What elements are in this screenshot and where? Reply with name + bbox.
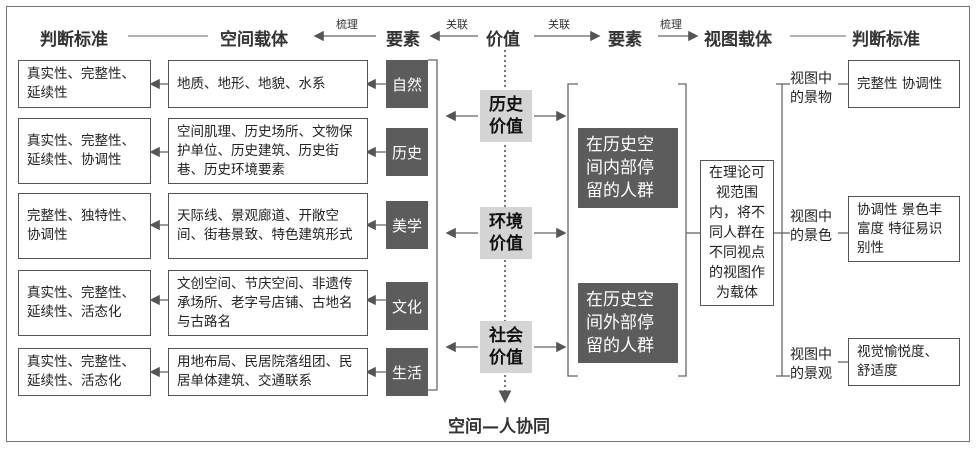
criteria-text: 真实性、完整性、延续性、活态化 xyxy=(27,354,135,389)
element-box: 历史 xyxy=(386,128,428,176)
link-label-left: 关联 xyxy=(446,18,468,31)
carrier-text: 天际线、景观廊道、开敞空间、街巷景致、特色建筑形式 xyxy=(177,208,353,243)
carrier-text: 地质、地形、地貌、水系 xyxy=(177,75,326,92)
space-carrier-header: 空间载体 xyxy=(220,30,288,50)
carrier-text: 文创空间、节庆空间、非遗传承场所、老字号店铺、古地名与古路名 xyxy=(177,275,353,330)
view-criteria-box: 视觉愉悦度、舒适度 xyxy=(848,338,960,386)
sort-label-right: 梳理 xyxy=(660,18,682,31)
space-carrier-box: 地质、地形、地貌、水系 xyxy=(168,60,368,108)
criteria-box: 完整性、独特性、协调性 xyxy=(18,193,151,259)
group-inside-box: 在历史空间内部停留的人群 xyxy=(578,128,678,208)
value-box-environment: 环境 价值 xyxy=(480,207,532,259)
space-carrier-box: 文创空间、节庆空间、非遗传承场所、老字号店铺、古地名与古路名 xyxy=(168,270,368,336)
element-box: 生活 xyxy=(386,348,428,396)
value-box-social: 社会 价值 xyxy=(480,321,532,373)
diagram-frame xyxy=(6,6,970,442)
value-line2: 价值 xyxy=(489,348,523,368)
space-carrier-box: 空间肌理、历史场所、文物保护单位、历史建筑、历史街巷、历史环境要素 xyxy=(168,118,368,184)
criteria-text: 真实性、完整性、延续性 xyxy=(27,66,135,101)
carrier-text: 用地布局、民居院落组团、民居单体建筑、交通联系 xyxy=(177,354,353,389)
value-box-history: 历史 价值 xyxy=(480,90,532,142)
view-carrier-header: 视图载体 xyxy=(704,30,772,50)
criteria-text: 真实性、完整性、延续性、活态化 xyxy=(27,285,135,320)
criteria-box: 真实性、完整性、延续性、协调性 xyxy=(18,118,151,184)
group-outside-box: 在历史空间外部停留的人群 xyxy=(578,283,678,363)
element-text: 历史 xyxy=(391,143,422,162)
element-box: 自然 xyxy=(386,60,428,108)
criteria-text: 真实性、完整性、延续性、协调性 xyxy=(27,133,135,168)
element-text: 美学 xyxy=(391,216,422,235)
right-criteria-header: 判断标准 xyxy=(852,30,920,50)
view-label-objects: 视图中的景物 xyxy=(790,71,832,106)
bottom-label: 空间—人协同 xyxy=(448,417,550,437)
view-carrier-text: 在理论可视范围内，将不同人群在不同视点的视图作为载体 xyxy=(709,165,765,301)
view-criteria-box: 协调性 景色丰富度 特征易识别性 xyxy=(848,196,960,262)
group-text: 在历史空间内部停留的人群 xyxy=(586,134,654,201)
view-criteria-text: 视觉愉悦度、舒适度 xyxy=(857,344,938,379)
elements-header-right: 要素 xyxy=(608,30,642,50)
space-carrier-box: 用地布局、民居院落组团、民居单体建筑、交通联系 xyxy=(168,348,368,396)
value-line1: 环境 xyxy=(489,212,523,232)
element-box: 美学 xyxy=(386,201,428,249)
elements-header-left: 要素 xyxy=(386,30,420,50)
view-criteria-text: 协调性 景色丰富度 特征易识别性 xyxy=(857,201,943,256)
view-label-scenery: 视图中的景色 xyxy=(790,209,832,244)
value-line1: 历史 xyxy=(489,95,523,115)
view-criteria-text: 完整性 协调性 xyxy=(857,75,943,92)
value-line2: 价值 xyxy=(489,117,523,137)
criteria-text: 完整性、独特性、协调性 xyxy=(27,208,135,243)
element-box: 文化 xyxy=(386,282,428,330)
left-criteria-header: 判断标准 xyxy=(40,30,108,50)
criteria-box: 真实性、完整性、延续性、活态化 xyxy=(18,348,151,396)
carrier-text: 空间肌理、历史场所、文物保护单位、历史建筑、历史街巷、历史环境要素 xyxy=(177,123,353,178)
value-line1: 社会 xyxy=(489,326,523,346)
view-label-landscape: 视图中的景观 xyxy=(790,347,832,382)
element-text: 自然 xyxy=(391,75,422,94)
space-carrier-box: 天际线、景观廊道、开敞空间、街巷景致、特色建筑形式 xyxy=(168,193,368,259)
sort-label-left: 梳理 xyxy=(336,18,358,31)
element-text: 生活 xyxy=(391,363,422,382)
value-line2: 价值 xyxy=(489,234,523,254)
criteria-box: 真实性、完整性、延续性、活态化 xyxy=(18,270,151,336)
element-text: 文化 xyxy=(391,297,422,316)
link-label-right: 关联 xyxy=(548,18,570,31)
view-carrier-box: 在理论可视范围内，将不同人群在不同视点的视图作为载体 xyxy=(700,160,774,306)
view-criteria-box: 完整性 协调性 xyxy=(848,60,960,108)
criteria-box: 真实性、完整性、延续性 xyxy=(18,60,151,108)
group-text: 在历史空间外部停留的人群 xyxy=(586,289,654,356)
value-header: 价值 xyxy=(486,30,520,50)
